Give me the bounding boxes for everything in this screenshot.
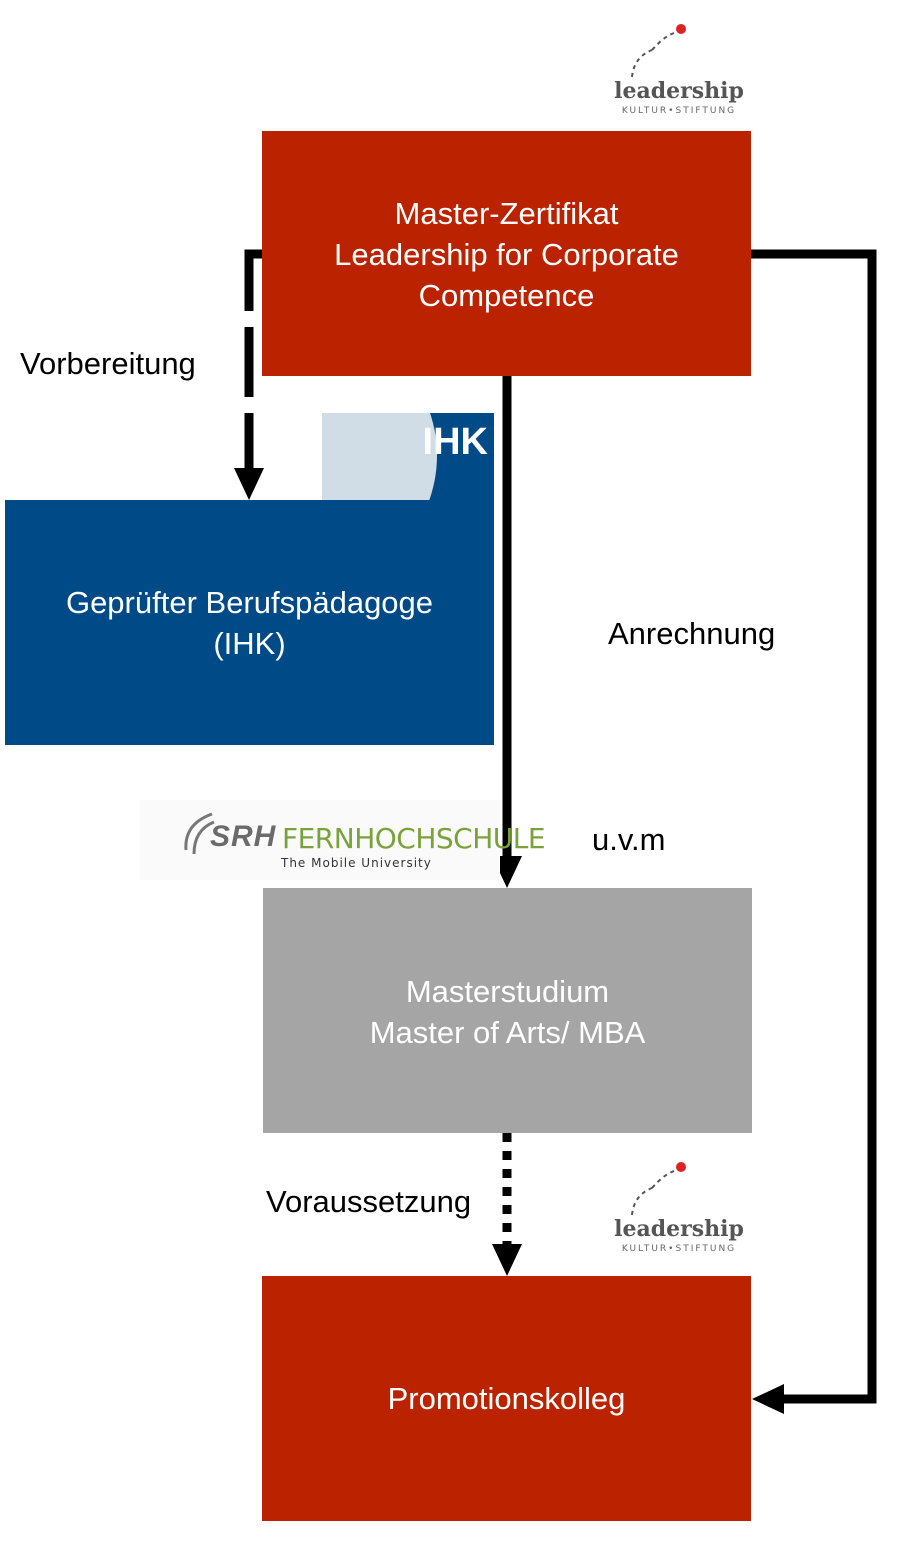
leadership-subtitle: KULTUR•STIFTUNG xyxy=(621,106,737,116)
box-master-certificate: Master-Zertifikat Leadership for Corpora… xyxy=(262,131,751,376)
label-anrechnung: Anrechnung xyxy=(608,616,776,651)
ihk-logo-disc xyxy=(322,413,437,500)
ihk-logo: IHK xyxy=(322,413,494,500)
ihk-line-1: Geprüfter Berufspädagoge xyxy=(65,584,434,620)
label-vorbereitung: Vorbereitung xyxy=(20,346,196,381)
srh-tagline: The Mobile University xyxy=(281,856,432,870)
label-uvm: u.v.m xyxy=(592,822,666,857)
leadership-swoosh-icon xyxy=(631,1162,686,1216)
srh-mark: SRH xyxy=(210,820,277,853)
master-study-line-1: Masterstudium xyxy=(405,974,610,1009)
label-voraussetzung: Voraussetzung xyxy=(266,1184,472,1219)
master-study-line-2: Master of Arts/ MBA xyxy=(369,1015,646,1050)
master-cert-line-1: Master-Zertifikat xyxy=(394,196,619,231)
promotion-line-1: Promotionskolleg xyxy=(387,1381,626,1416)
leadership-subtitle: KULTUR•STIFTUNG xyxy=(621,1244,737,1254)
ihk-line-2: (IHK) xyxy=(213,625,286,661)
srh-arc-icon xyxy=(184,812,215,855)
leadership-logo-top: leadership KULTUR•STIFTUNG xyxy=(614,22,744,122)
master-cert-line-2: Leadership for Corporate xyxy=(334,237,679,272)
leadership-wordmark: leadership xyxy=(614,1216,744,1242)
box-berufspaedagoge: Geprüfter Berufspädagoge (IHK) xyxy=(5,500,494,745)
leadership-logo-bottom: leadership KULTUR•STIFTUNG xyxy=(614,1160,744,1260)
box-promotionskolleg: Promotionskolleg xyxy=(262,1276,751,1521)
arrowhead-voraussetzung xyxy=(492,1244,522,1276)
ihk-logo-text: IHK xyxy=(422,421,488,463)
arrowhead-vorbereitung xyxy=(234,468,264,500)
master-cert-line-3: Competence xyxy=(418,278,595,313)
arrow-vorbereitung xyxy=(244,249,262,470)
leadership-swoosh-icon xyxy=(631,24,686,78)
srh-name: FERNHOCHSCHULE xyxy=(282,822,546,855)
arrowhead-right-loop xyxy=(752,1384,784,1414)
box-master-study: Masterstudium Master of Arts/ MBA xyxy=(263,888,752,1133)
arrow-right-loop xyxy=(751,249,877,1404)
leadership-wordmark: leadership xyxy=(614,78,744,104)
srh-logo: SRH FERNHOCHSCHULE The Mobile University xyxy=(140,800,546,880)
